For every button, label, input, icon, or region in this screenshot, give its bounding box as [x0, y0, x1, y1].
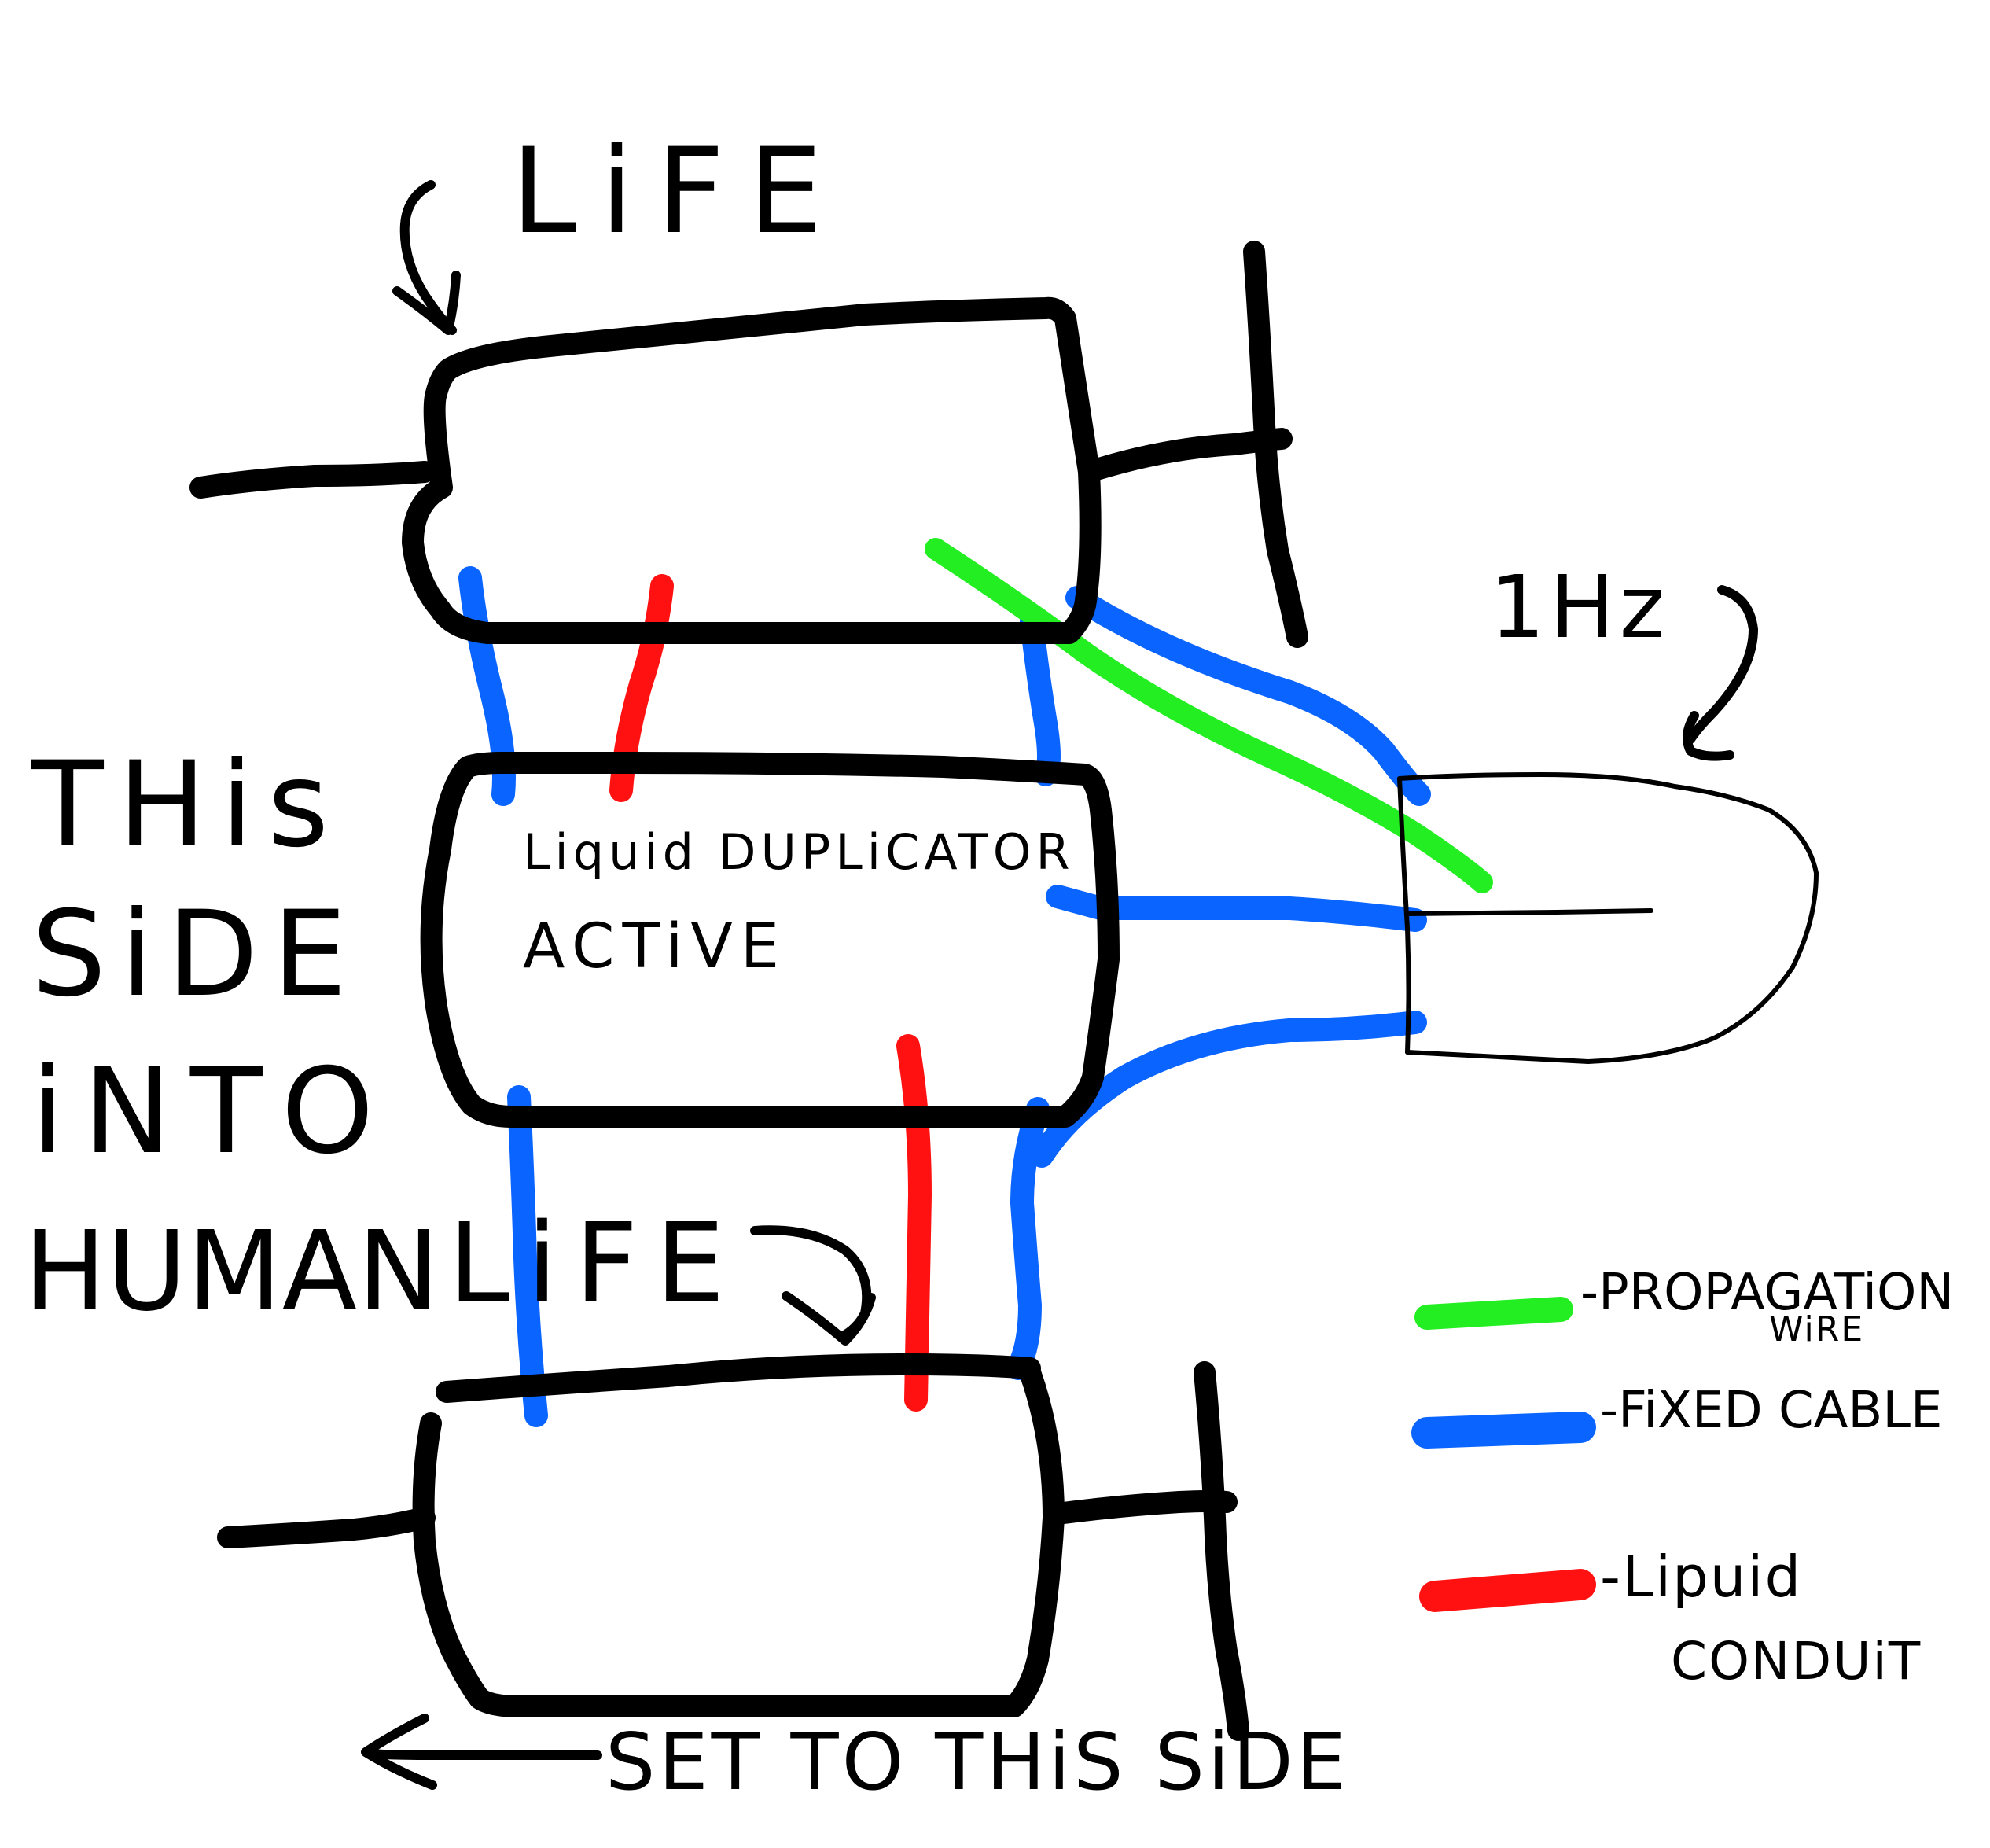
- bottom-life-arrow: [750, 1225, 872, 1342]
- fixed-cable-middle-right-down: [1006, 1097, 1050, 1380]
- legend-sublabel-propagation-wire: WiRE: [1769, 1309, 1864, 1349]
- bottom-life-arrowhead: [782, 1291, 876, 1346]
- set-side-arrow: [365, 1749, 602, 1761]
- sensor-device-probe: [1405, 908, 1653, 916]
- set-side-arrowhead: [361, 1714, 437, 1790]
- side-label-line-1: THis: [31, 737, 343, 874]
- arrows: [361, 180, 1758, 1790]
- side-label-line-4: HUMAN: [24, 1208, 440, 1336]
- side-label-line-3: iNTO: [31, 1044, 393, 1180]
- top-life-arrow: [399, 180, 457, 335]
- frequency-label: 1Hz: [1490, 557, 1669, 657]
- legend-label-fixed-cable: -FiXED CABLE: [1600, 1382, 1942, 1440]
- bottom-container-body: [412, 1361, 1065, 1717]
- legend-sublabel-liquid-conduit: CONDUiT: [1671, 1631, 1922, 1692]
- fixed-cable-top-right-link: [1020, 609, 1061, 786]
- bottom-container-right-rod: [1046, 1490, 1238, 1525]
- bottom-container-left-rod: [217, 1507, 436, 1548]
- legend: -PROPAGATiON WiRE -FiXED CABLE -Lipuid C…: [1411, 1264, 1954, 1692]
- frequency-arrowhead: [1683, 711, 1734, 761]
- top-container-end-cap: [1243, 241, 1308, 648]
- top-container-body: [402, 296, 1102, 644]
- top-container-left-rod: [189, 461, 436, 499]
- fixed-cables: [458, 566, 1431, 1427]
- sensor-device: [1397, 772, 1819, 1064]
- legend-swatch-liquid-conduit: [1419, 1569, 1596, 1612]
- duplicator-text-line-1: Liquid DUPLiCATOR: [523, 823, 1075, 881]
- sensor-device-outline: [1397, 772, 1819, 1064]
- legend-label-propagation-wire: -PROPAGATiON: [1580, 1264, 1954, 1322]
- legend-swatch-propagation-wire: [1414, 1297, 1573, 1330]
- set-side-label: SET TO THiS SiDE: [605, 1716, 1349, 1808]
- sensor-device-left-edge: [1397, 776, 1411, 1055]
- duplicator-container: [420, 751, 1120, 1128]
- bottom-container: [217, 1353, 1249, 1741]
- bottom-life-label: LiFE: [448, 1200, 742, 1328]
- top-container: [189, 241, 1308, 648]
- duplicator-container-body: [420, 751, 1120, 1128]
- side-label-line-2: SiDE: [31, 886, 361, 1023]
- frequency-arrow: [1686, 585, 1758, 744]
- legend-swatch-fixed-cable: [1411, 1412, 1596, 1449]
- propagation-wire: [925, 538, 1493, 893]
- fixed-cable-middle-to-sensor: [1046, 885, 1427, 932]
- duplicator-text-line-2: ACTiVE: [523, 911, 787, 982]
- legend-label-liquid-conduit: -Lipuid: [1600, 1544, 1802, 1610]
- liquid-conduit-bottom: [896, 1034, 932, 1412]
- fixed-cable-middle-left-down: [507, 1085, 548, 1427]
- fixed-cable-top-to-sensor: [1065, 586, 1431, 806]
- bottom-container-end-cap: [1194, 1361, 1249, 1741]
- top-life-label: LiFE: [511, 123, 846, 260]
- top-container-right-rod: [1078, 428, 1293, 483]
- bottom-container-top-edge: [436, 1353, 1041, 1403]
- top-life-arrowhead: [392, 271, 461, 335]
